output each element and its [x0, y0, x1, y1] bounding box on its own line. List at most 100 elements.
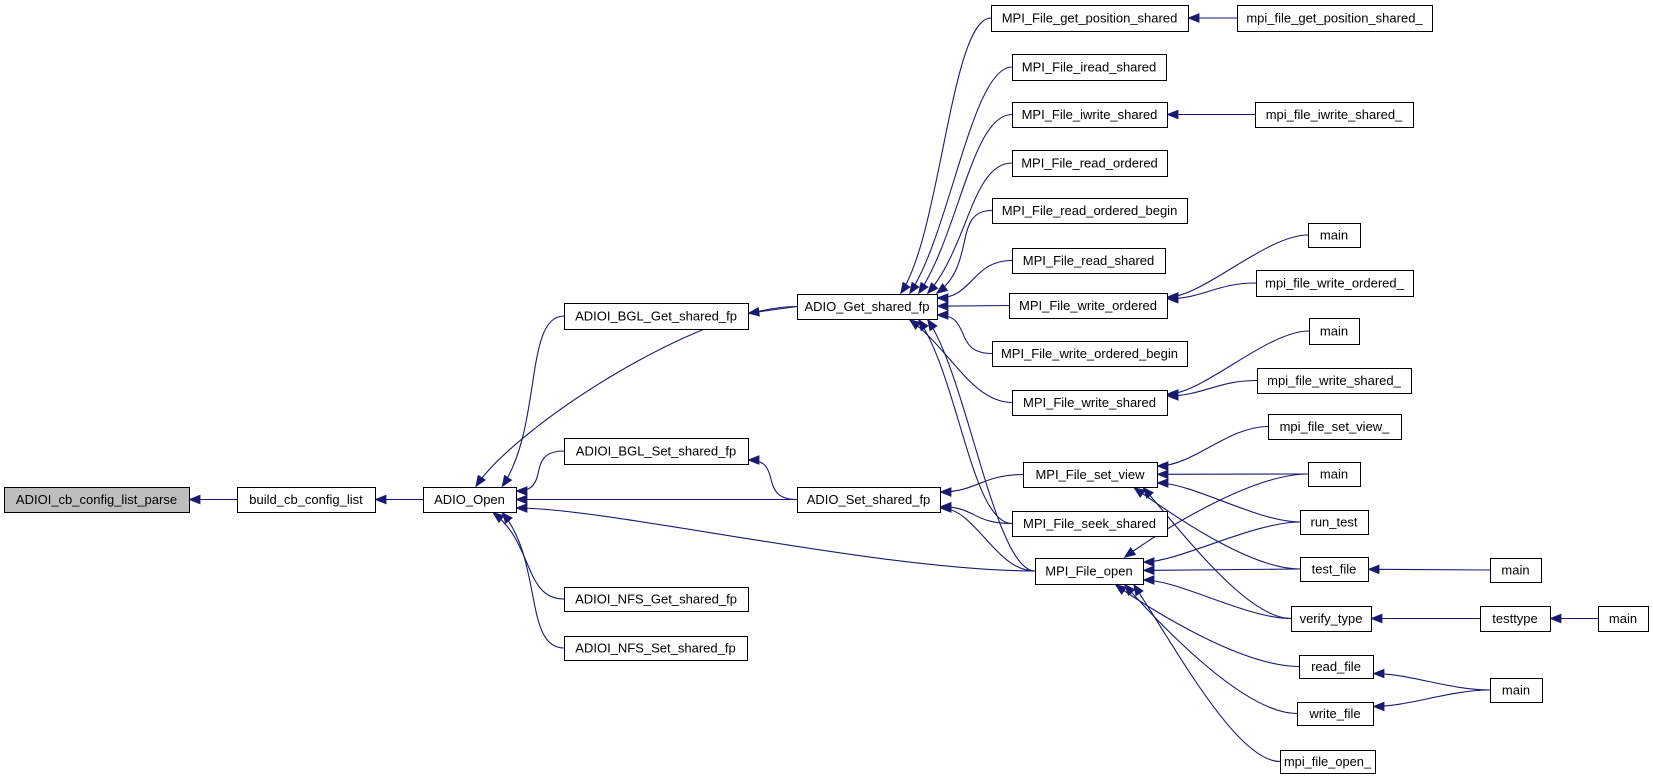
- edge-ADIOI_NFS_Get_shared_fp-to-ADIO_Open: [492, 511, 565, 600]
- node-label: write_file: [1308, 706, 1360, 721]
- node-mpi_file_open_[interactable]: mpi_file_open_: [1280, 750, 1376, 774]
- node-ADIOI_NFS_Set_shared_fp[interactable]: ADIOI_NFS_Set_shared_fp: [564, 636, 748, 661]
- node-label: MPI_File_read_ordered_begin: [1002, 203, 1178, 218]
- node-MPI_File_iread_shared[interactable]: MPI_File_iread_shared: [1012, 54, 1167, 81]
- node-ADIO_Get_shared_fp[interactable]: ADIO_Get_shared_fp: [797, 294, 938, 320]
- node-box: [564, 303, 749, 330]
- node-label: MPI_File_get_position_shared: [1002, 11, 1178, 26]
- node-box: [1012, 390, 1168, 416]
- node-box: [1023, 462, 1158, 488]
- node-mpi_file_write_shared_[interactable]: mpi_file_write_shared_: [1257, 368, 1412, 394]
- node-label: verify_type: [1300, 611, 1363, 626]
- node-ADIOI_NFS_Get_shared_fp[interactable]: ADIOI_NFS_Get_shared_fp: [564, 587, 749, 612]
- edge-MPI_File_read_ordered_begin-to-ADIO_Get_shared_fp: [935, 209, 993, 294]
- node-mpi_file_get_position_shared_[interactable]: mpi_file_get_position_shared_: [1237, 5, 1433, 32]
- edge-main-6-to-write_file: [1372, 689, 1491, 712]
- node-main-6[interactable]: main: [1490, 678, 1543, 703]
- node-box: [1299, 655, 1374, 679]
- node-run_test[interactable]: run_test: [1300, 510, 1369, 535]
- node-MPI_File_iwrite_shared[interactable]: MPI_File_iwrite_shared: [1012, 102, 1168, 128]
- node-testtype[interactable]: testtype: [1480, 606, 1551, 632]
- node-MPI_File_set_view[interactable]: MPI_File_set_view: [1023, 462, 1158, 488]
- node-MPI_File_write_shared[interactable]: MPI_File_write_shared: [1012, 390, 1168, 416]
- edge-main-3-to-MPI_File_open: [1123, 473, 1309, 558]
- node-ADIOI_BGL_Get_shared_fp[interactable]: ADIOI_BGL_Get_shared_fp: [564, 303, 749, 330]
- node-label: MPI_File_iwrite_shared: [1022, 107, 1158, 122]
- edge-MPI_File_write_ordered_begin-to-ADIO_Get_shared_fp: [936, 310, 993, 355]
- edge-test_file-to-MPI_File_set_view: [1133, 487, 1301, 570]
- node-label: main: [1320, 467, 1348, 482]
- node-box: [237, 487, 376, 513]
- node-ADIOI_cb_config_list_parse[interactable]: ADIOI_cb_config_list_parse: [4, 487, 190, 513]
- node-label: MPI_File_set_view: [1035, 467, 1145, 482]
- node-label: MPI_File_iread_shared: [1022, 60, 1156, 75]
- node-box: [1012, 150, 1168, 177]
- node-box: [797, 294, 938, 320]
- node-label: main: [1320, 228, 1348, 243]
- edge-verify_type-to-MPI_File_set_view: [1142, 486, 1292, 620]
- edge-run_test-to-MPI_File_open: [1142, 521, 1301, 567]
- node-MPI_File_write_ordered_begin[interactable]: MPI_File_write_ordered_begin: [992, 341, 1188, 367]
- node-label: mpi_file_open_: [1284, 754, 1372, 769]
- node-label: MPI_File_write_shared: [1023, 395, 1156, 410]
- node-ADIOI_BGL_Set_shared_fp[interactable]: ADIOI_BGL_Set_shared_fp: [564, 438, 749, 465]
- node-label: testtype: [1492, 611, 1538, 626]
- node-label: ADIO_Open: [434, 492, 505, 507]
- edge-mpi_file_open_-to-MPI_File_open: [1133, 583, 1281, 763]
- edge-MPI_File_open-to-ADIO_Open: [515, 503, 1036, 572]
- node-MPI_File_read_ordered_begin[interactable]: MPI_File_read_ordered_begin: [992, 198, 1188, 224]
- node-main-5[interactable]: main: [1598, 606, 1649, 632]
- edge-MPI_File_get_position_shared-to-ADIO_Get_shared_fp: [900, 17, 992, 295]
- node-build_cb_config_list[interactable]: build_cb_config_list: [237, 487, 376, 513]
- node-label: ADIO_Set_shared_fp: [807, 492, 931, 507]
- edge-MPI_File_write_ordered-to-ADIO_Get_shared_fp: [936, 301, 1010, 311]
- node-main-3[interactable]: main: [1308, 462, 1361, 487]
- node-main-2[interactable]: main: [1309, 318, 1360, 345]
- node-box: [1308, 223, 1361, 248]
- node-label: MPI_File_write_ordered_begin: [1001, 346, 1178, 361]
- edge-ADIO_Get_shared_fp-to-ADIOI_BGL_Get_shared_fp: [747, 305, 798, 317]
- node-box: [1256, 270, 1414, 297]
- node-mpi_file_set_view_[interactable]: mpi_file_set_view_: [1268, 414, 1402, 440]
- node-write_file[interactable]: write_file: [1297, 702, 1374, 726]
- node-MPI_File_get_position_shared[interactable]: MPI_File_get_position_shared: [991, 5, 1189, 32]
- node-box: [1300, 557, 1369, 582]
- node-ADIO_Open[interactable]: ADIO_Open: [423, 487, 517, 513]
- node-box: [564, 636, 748, 661]
- node-box: [1012, 511, 1168, 537]
- edge-main-1-to-MPI_File_write_ordered: [1166, 234, 1309, 302]
- node-box: [1297, 702, 1374, 726]
- node-box: [1268, 414, 1402, 440]
- node-MPI_File_read_shared[interactable]: MPI_File_read_shared: [1012, 248, 1166, 274]
- root-node-box: [4, 487, 190, 513]
- node-box: [1598, 606, 1649, 632]
- edge-main-2-to-MPI_File_write_shared: [1166, 330, 1310, 399]
- node-MPI_File_read_ordered[interactable]: MPI_File_read_ordered: [1012, 150, 1168, 177]
- node-box: [992, 341, 1188, 367]
- node-mpi_file_iwrite_shared_[interactable]: mpi_file_iwrite_shared_: [1255, 102, 1414, 128]
- edge-ADIO_Set_shared_fp-to-ADIOI_BGL_Set_shared_fp: [747, 455, 798, 501]
- nodes-layer: ADIOI_cb_config_list_parse build_cb_confi…: [4, 5, 1649, 774]
- node-main-4[interactable]: main: [1490, 558, 1542, 583]
- node-box: [564, 438, 749, 465]
- node-label: main: [1609, 611, 1637, 626]
- node-box: [1257, 368, 1412, 394]
- node-test_file[interactable]: test_file: [1300, 557, 1369, 582]
- node-MPI_File_open[interactable]: MPI_File_open: [1035, 558, 1144, 585]
- node-label: mpi_file_iwrite_shared_: [1266, 107, 1403, 122]
- edge-read_file-to-MPI_File_open: [1114, 584, 1300, 668]
- node-label: mpi_file_set_view_: [1280, 419, 1391, 434]
- node-label: MPI_File_open: [1045, 564, 1132, 579]
- node-ADIO_Set_shared_fp[interactable]: ADIO_Set_shared_fp: [797, 487, 941, 513]
- node-box: [1012, 248, 1166, 274]
- edges-layer: [188, 13, 1598, 763]
- node-verify_type[interactable]: verify_type: [1291, 606, 1372, 632]
- node-mpi_file_write_ordered_[interactable]: mpi_file_write_ordered_: [1256, 270, 1414, 297]
- node-label: read_file: [1311, 659, 1361, 674]
- node-MPI_File_seek_shared[interactable]: MPI_File_seek_shared: [1012, 511, 1168, 537]
- node-read_file[interactable]: read_file: [1299, 655, 1374, 679]
- edge-ADIOI_BGL_Get_shared_fp-to-ADIO_Open: [501, 315, 565, 488]
- node-main-1[interactable]: main: [1308, 223, 1361, 248]
- edge-mpi_file_set_view_-to-MPI_File_set_view: [1156, 425, 1269, 471]
- node-MPI_File_write_ordered[interactable]: MPI_File_write_ordered: [1009, 293, 1168, 319]
